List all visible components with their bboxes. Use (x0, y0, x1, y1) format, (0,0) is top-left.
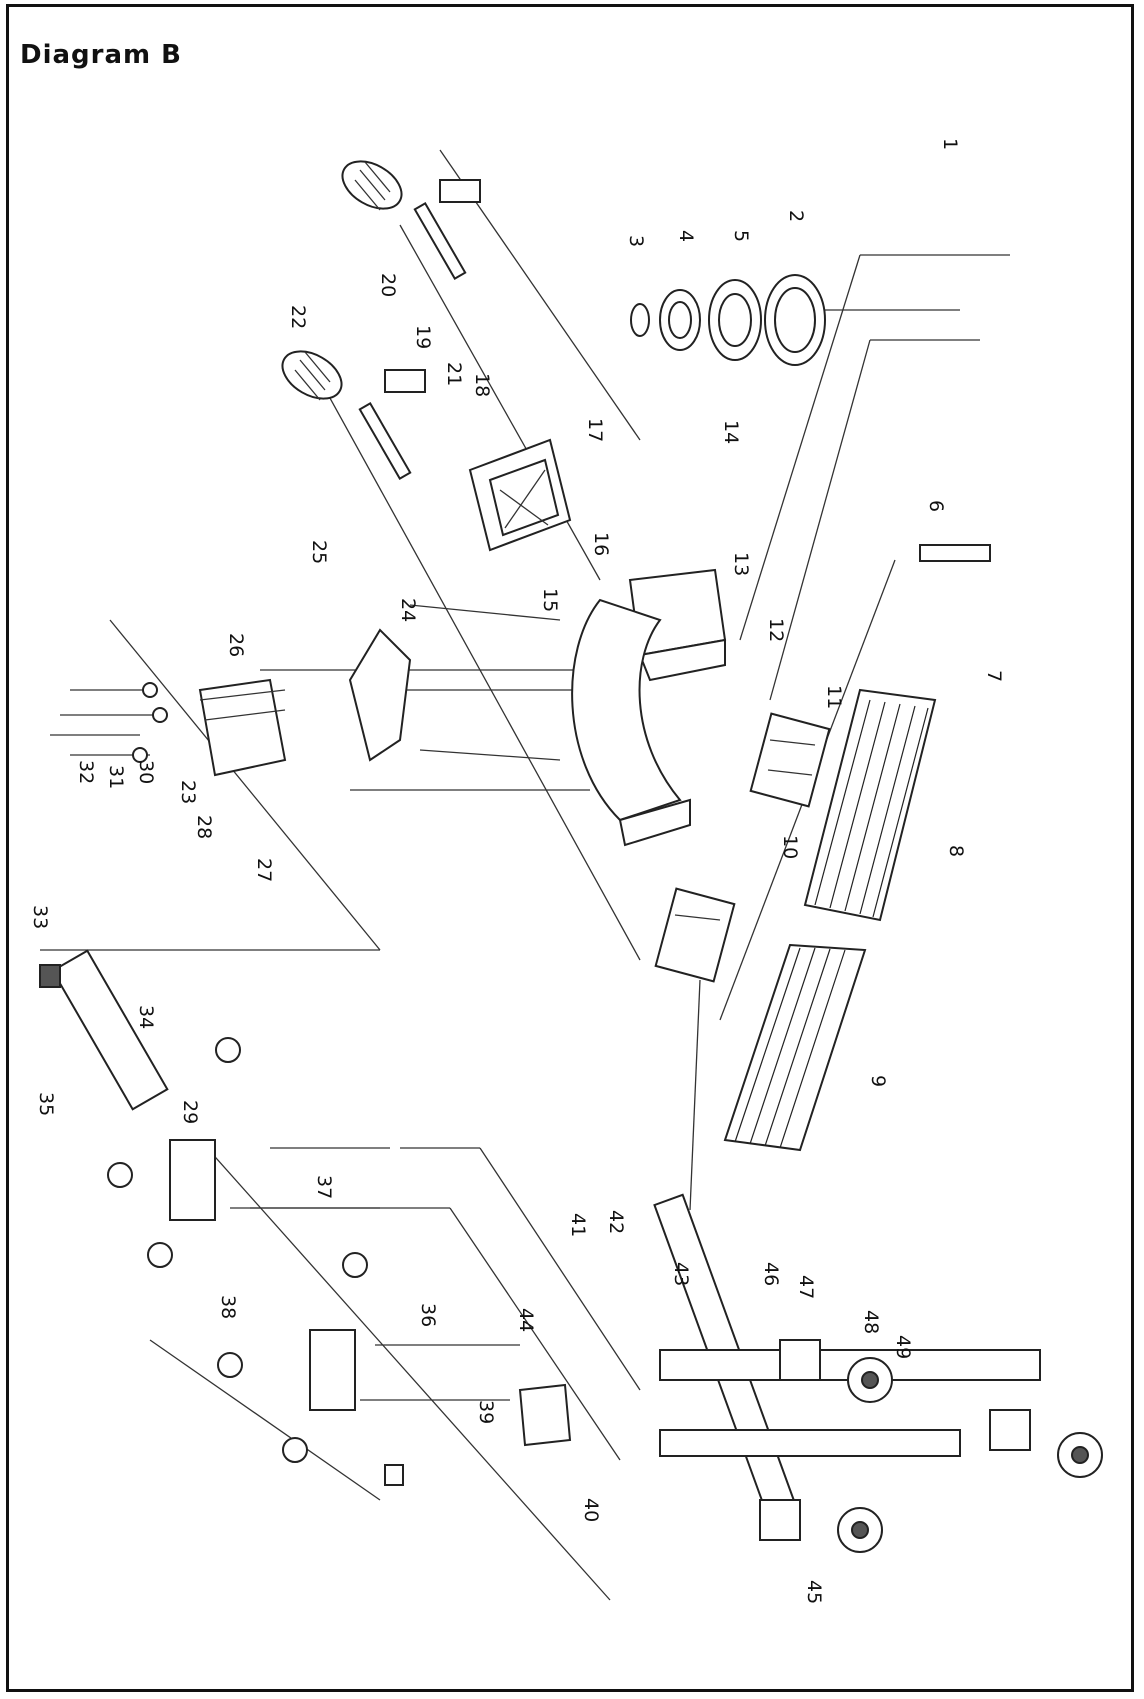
callout-26: 26 (225, 633, 247, 657)
callout-8: 8 (945, 845, 967, 857)
holder-lower (654, 887, 736, 983)
coil-spring-22 (281, 350, 343, 401)
callout-11: 11 (823, 685, 845, 709)
callout-10: 10 (779, 835, 801, 859)
callout-27: 27 (253, 858, 275, 882)
callout-6: 6 (925, 500, 947, 512)
callout-31: 31 (105, 765, 127, 789)
callout-30: 30 (135, 760, 157, 784)
callout-45: 45 (803, 1580, 825, 1604)
callout-39: 39 (475, 1400, 497, 1424)
callout-22: 22 (287, 305, 309, 329)
cap-33 (39, 964, 61, 988)
callout-49: 49 (892, 1335, 914, 1359)
grid-plate-9 (723, 943, 867, 1152)
callout-4: 4 (675, 230, 697, 242)
callout-12: 12 (765, 618, 787, 642)
callout-34: 34 (135, 1005, 157, 1029)
callout-35: 35 (35, 1092, 57, 1116)
callout-16: 16 (590, 532, 612, 556)
callout-44: 44 (515, 1308, 537, 1332)
wheel-49 (847, 1357, 893, 1403)
callout-29: 29 (179, 1100, 201, 1124)
callout-28: 28 (193, 815, 215, 839)
bar-6 (919, 544, 991, 562)
callout-37: 37 (313, 1175, 335, 1199)
grid-plate-8 (803, 688, 937, 922)
callout-24: 24 (397, 598, 419, 622)
screw-rod-15 (409, 604, 561, 621)
callout-19: 19 (412, 325, 434, 349)
callout-46: 46 (760, 1262, 782, 1286)
frame-26 (198, 678, 287, 777)
hub-36 (107, 1037, 241, 1268)
shroud-17 (468, 438, 572, 552)
callout-41: 41 (567, 1213, 589, 1237)
holder-11 (749, 712, 831, 808)
callout-13: 13 (730, 552, 752, 576)
callout-14: 14 (720, 420, 742, 444)
bolt-set-left (50, 682, 168, 763)
callout-47: 47 (795, 1275, 817, 1299)
callout-5: 5 (730, 230, 752, 242)
bracket-19-top (439, 179, 481, 203)
callout-23: 23 (177, 780, 199, 804)
coil-spring-top (341, 160, 403, 211)
caster-blocks (759, 1339, 1031, 1541)
callout-21: 21 (443, 362, 465, 386)
wheel-bottom (837, 1507, 883, 1553)
bracket-19 (384, 369, 426, 393)
callout-33: 33 (29, 905, 51, 929)
diagram-title: Diagram B (20, 40, 182, 70)
callout-38: 38 (217, 1295, 239, 1319)
callout-48: 48 (860, 1310, 882, 1334)
screw-rod-15b (419, 749, 561, 761)
callout-17: 17 (584, 418, 606, 442)
callout-1: 1 (939, 138, 961, 150)
callout-18: 18 (471, 373, 493, 397)
base-crossbar-2 (659, 1429, 961, 1457)
callout-15: 15 (539, 588, 561, 612)
callout-40: 40 (580, 1498, 602, 1522)
housing-13-base (638, 638, 726, 682)
callout-20: 20 (377, 273, 399, 297)
plate-24 (348, 628, 412, 762)
callout-36: 36 (417, 1303, 439, 1327)
roller-34 (51, 949, 169, 1111)
diagram-frame (6, 4, 1134, 1692)
washer-set (630, 274, 826, 366)
wheel-right (1057, 1432, 1103, 1478)
callout-43: 43 (670, 1262, 692, 1286)
callout-3: 3 (625, 235, 647, 247)
callout-2: 2 (785, 210, 807, 222)
callout-25: 25 (308, 540, 330, 564)
callout-7: 7 (983, 670, 1005, 682)
callout-42: 42 (605, 1210, 627, 1234)
hub-lower (217, 1252, 404, 1486)
callout-32: 32 (75, 760, 97, 784)
callout-9: 9 (867, 1075, 889, 1087)
rod-20 (413, 201, 467, 281)
block-39 (518, 1383, 572, 1447)
rod-22 (358, 401, 412, 481)
main-shell-foot (618, 798, 691, 847)
